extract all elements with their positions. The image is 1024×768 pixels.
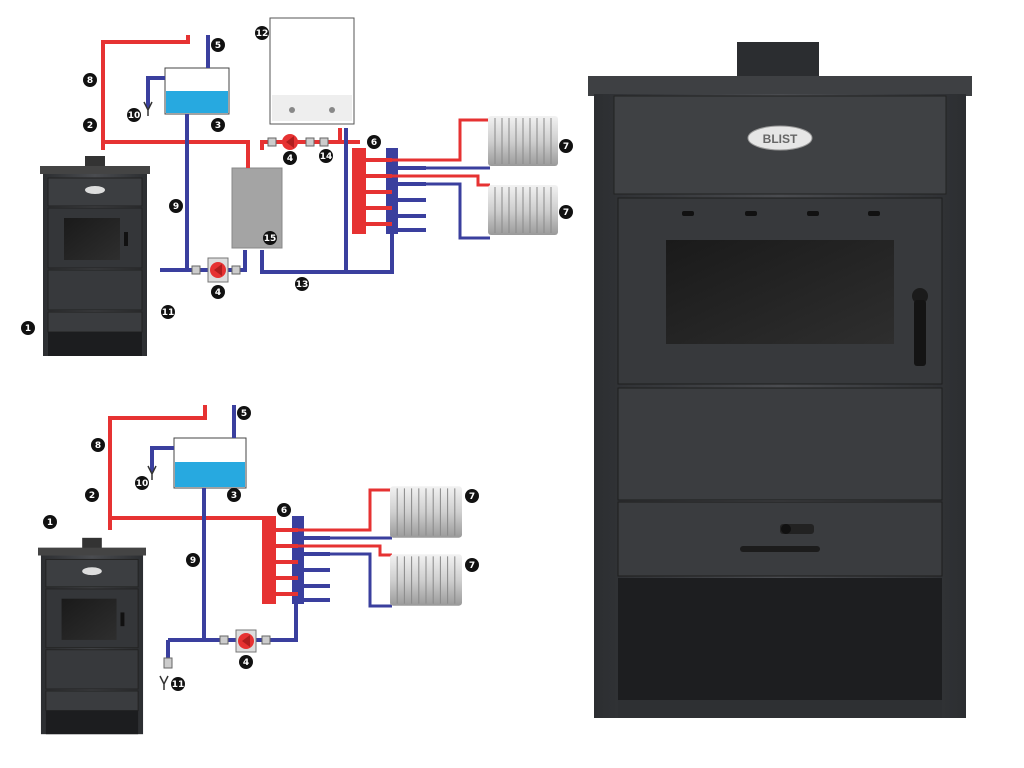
stove-small-top [40,155,150,357]
ash-drawer [617,501,943,577]
door-handle [912,288,928,366]
callout-6: 6 [371,138,377,148]
callout-4: 4 [243,658,249,668]
callout-7: 7 [469,492,475,502]
radiator-top-2 [488,184,558,236]
callout-6: 6 [281,506,287,516]
callout-10: 10 [136,479,149,489]
callout-7: 7 [563,142,569,152]
radiator-bottom-1 [390,486,462,538]
callout-4: 4 [287,154,293,164]
callout-7: 7 [563,208,569,218]
callout-11: 11 [172,680,185,690]
valve-icon [191,137,329,275]
radiator-bottom-2 [390,553,462,607]
flue-pipe [737,42,819,82]
callout-12: 12 [256,29,269,39]
expansion-tank-bottom [173,437,247,489]
callout-4: 4 [215,288,221,298]
pump-icon [207,257,229,283]
callout-8: 8 [87,76,93,86]
callout-15: 15 [264,234,277,244]
pump-icon [235,629,257,653]
diagram-top [40,17,558,357]
drain-icon [147,465,157,480]
wood-storage [618,578,942,718]
callout-2: 2 [89,491,95,501]
stove-large: BLIST [588,42,972,718]
callout-3: 3 [215,121,221,131]
callout-3: 3 [231,491,237,501]
callout-9: 9 [173,202,179,212]
callout-8: 8 [95,441,101,451]
manifold-bottom [262,516,330,604]
callout-11: 11 [162,308,175,318]
drain-icon [159,675,169,690]
callout-10: 10 [128,111,141,121]
callout-14: 14 [320,152,333,162]
radiator-runs-bottom [298,488,392,608]
diagram-bottom [38,405,462,735]
gas-boiler [269,17,355,125]
brand-logo: BLIST [747,125,813,151]
air-vents [682,211,880,216]
lower-panel [617,387,943,501]
callout-2: 2 [87,121,93,131]
callout-labels: 1 2 3 4 4 5 6 7 7 8 9 10 11 12 13 14 15 … [21,26,573,691]
glass-window [666,240,894,344]
callout-13: 13 [296,280,309,290]
svg-text:BLIST: BLIST [763,132,798,146]
callout-5: 5 [215,41,221,51]
callout-1: 1 [25,324,31,334]
callout-5: 5 [241,409,247,419]
supply-pipes-bottom [108,405,268,530]
pump-icon [282,134,298,150]
stove-small-bottom [38,537,146,735]
manifold-top [352,148,426,234]
radiator-top-1 [488,116,558,166]
drain-icon [143,101,153,116]
radiator-runs-top [392,118,490,240]
callout-7: 7 [469,561,475,571]
expansion-tank-top [164,67,230,115]
callout-9: 9 [190,556,196,566]
callout-1: 1 [47,518,53,528]
supply-pipes-top [101,35,360,168]
valve-icon [163,635,271,669]
